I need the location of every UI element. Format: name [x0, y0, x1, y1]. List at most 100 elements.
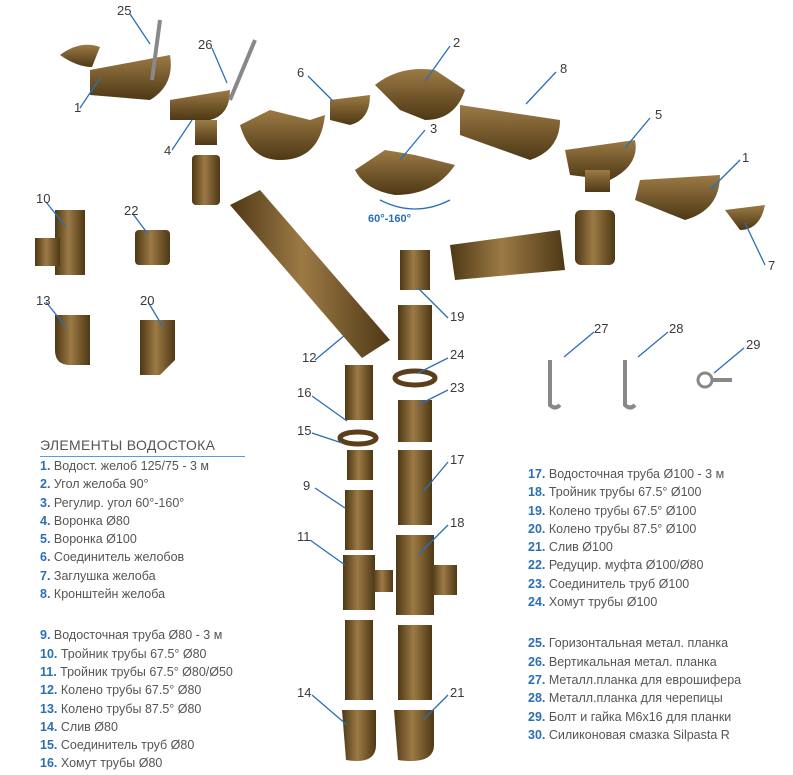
legend-item-text: Горизонтальная метал. планка: [548, 636, 729, 651]
legend-item-number: 18.: [528, 485, 546, 500]
legend-item-number: 27.: [528, 672, 546, 687]
rings: [337, 368, 438, 447]
legend-item-number: 24.: [528, 595, 546, 610]
legend-item-number: 3.: [40, 495, 51, 510]
legend-item: 10. Тройник трубы 67.5° Ø80: [40, 645, 233, 663]
legend-item-text: Металл.планка для черепицы: [548, 691, 723, 706]
callout-8: 8: [560, 61, 568, 76]
legend-item-number: 28.: [528, 691, 546, 706]
legend-item-number: 7.: [40, 568, 51, 583]
legend-item: 6. Соединитель желобов: [40, 548, 233, 566]
legend-item: 19. Колено трубы 67.5° Ø100: [528, 502, 741, 520]
legend-item-text: Редуцир. муфта Ø100/Ø80: [548, 558, 704, 573]
legend-item-number: 2.: [40, 477, 51, 492]
legend-item-number: 11.: [40, 664, 57, 679]
legend-item-text: Регулир. угол 60°-160°: [53, 495, 185, 510]
legend-item-number: 22.: [528, 558, 546, 573]
callout-10: 10: [36, 191, 51, 206]
legend-item: 21. Слив Ø100: [528, 538, 741, 556]
legend-item: 26. Вертикальная метал. планка: [528, 653, 741, 671]
legend-item: 18. Тройник трубы 67.5° Ø100: [528, 483, 741, 501]
legend-item-number: 8.: [40, 587, 51, 602]
legend-item-text: Хомут трубы Ø100: [548, 595, 658, 610]
legend-item: 29. Болт и гайка М6х16 для планки: [528, 708, 741, 726]
callout-16: 16: [297, 385, 312, 400]
legend-item: 16. Хомут трубы Ø80: [40, 754, 233, 772]
legend-item-number: 6.: [40, 550, 51, 565]
callout-29: 29: [746, 337, 761, 352]
callout-1: 1: [74, 100, 82, 115]
legend-item-text: Металл.планка для еврошифера: [548, 672, 742, 687]
legend-item: 14. Слив Ø80: [40, 718, 233, 736]
legend-list-right: 17. Водосточная труба Ø100 - 3 м 18. Трой…: [528, 465, 741, 744]
legend-item-text: Силиконовая смазка Silpasta R: [548, 727, 730, 742]
legend-item: 13. Колено трубы 87.5° Ø80: [40, 700, 233, 718]
legend-item-text: Водосточная труба Ø80 - 3 м: [53, 628, 223, 643]
legend-item: 25. Горизонтальная метал. планка: [528, 634, 741, 652]
legend-item: 5. Воронка Ø100: [40, 530, 233, 548]
legend-item: 30. Силиконовая смазка Silpasta R: [528, 726, 741, 744]
callout-2: 2: [453, 35, 461, 50]
legend-item: 20. Колено трубы 87.5° Ø100: [528, 520, 741, 538]
legend-item: 22. Редуцир. муфта Ø100/Ø80: [528, 556, 741, 574]
pipes: [35, 155, 615, 761]
legend-item: 2. Угол желоба 90°: [40, 475, 233, 493]
gutters: [60, 44, 765, 230]
legend-item-number: 17.: [528, 467, 546, 481]
callout-19: 19: [450, 309, 465, 324]
legend-item-text: Колено трубы 87.5° Ø100: [548, 521, 697, 536]
legend-item: 8. Кронштейн желоба: [40, 585, 233, 603]
legend-item-text: Болт и гайка М6х16 для планки: [548, 709, 732, 724]
legend-item-number: 1.: [40, 459, 51, 473]
callout-26: 26: [198, 37, 213, 52]
legend-item-number: 20.: [528, 521, 546, 536]
legend-item-text: Хомут трубы Ø80: [60, 756, 163, 771]
legend-item-number: 14.: [40, 719, 58, 734]
legend-item-number: 21.: [528, 540, 546, 555]
legend-item-text: Слив Ø100: [548, 540, 613, 555]
legend-item-text: Соединитель труб Ø80: [60, 738, 195, 753]
callout-5: 5: [655, 107, 663, 122]
legend-divider: [40, 456, 245, 457]
legend-item: 11. Тройник трубы 67.5° Ø80/Ø50: [40, 663, 233, 681]
callout-lines: [45, 13, 766, 726]
callout-1b: 1: [742, 150, 750, 165]
legend-item: 15. Соединитель труб Ø80: [40, 736, 233, 754]
callout-27: 27: [594, 321, 609, 336]
angle-label: 60°-160°: [368, 213, 412, 225]
legend-gap: [528, 611, 741, 634]
legend-item-number: 19.: [528, 503, 546, 518]
legend-item-text: Угол желоба 90°: [53, 477, 149, 492]
callout-24: 24: [450, 347, 465, 362]
callout-20: 20: [140, 293, 155, 308]
legend-item-number: 16.: [40, 756, 58, 771]
legend-item-text: Водост. желоб 125/75 - 3 м: [53, 459, 209, 473]
callout-18: 18: [450, 515, 465, 530]
legend-title: ЭЛЕМЕНТЫ ВОДОСТОКА: [40, 437, 216, 453]
callout-11: 11: [297, 529, 311, 544]
callout-13: 13: [36, 293, 51, 308]
legend-item-number: 10.: [40, 646, 58, 661]
legend-item-number: 26.: [528, 654, 546, 669]
legend-item: 23. Соединитель труб Ø100: [528, 575, 741, 593]
legend-item-text: Соединитель желобов: [53, 550, 185, 565]
legend-item-number: 5.: [40, 532, 51, 547]
callout-14: 14: [297, 685, 312, 700]
legend-item: 1. Водост. желоб 125/75 - 3 м: [40, 457, 233, 475]
legend-item: 12. Колено трубы 67.5° Ø80: [40, 681, 233, 699]
legend-item-text: Воронка Ø80: [53, 513, 130, 528]
legend-item-number: 30.: [528, 727, 546, 742]
legend-item-text: Кронштейн желоба: [53, 587, 166, 602]
legend-item-number: 12.: [40, 683, 58, 698]
legend-item: 27. Металл.планка для еврошифера: [528, 671, 741, 689]
legend-item-number: 29.: [528, 709, 546, 724]
legend-item-text: Колено трубы 87.5° Ø80: [60, 701, 202, 716]
legend-item-text: Колено трубы 67.5° Ø100: [548, 503, 697, 518]
legend-item-text: Заглушка желоба: [53, 568, 156, 583]
legend-item-text: Водосточная труба Ø100 - 3 м: [548, 467, 725, 481]
legend-item-text: Соединитель труб Ø100: [548, 576, 690, 591]
legend-item-text: Колено трубы 67.5° Ø80: [60, 683, 202, 698]
